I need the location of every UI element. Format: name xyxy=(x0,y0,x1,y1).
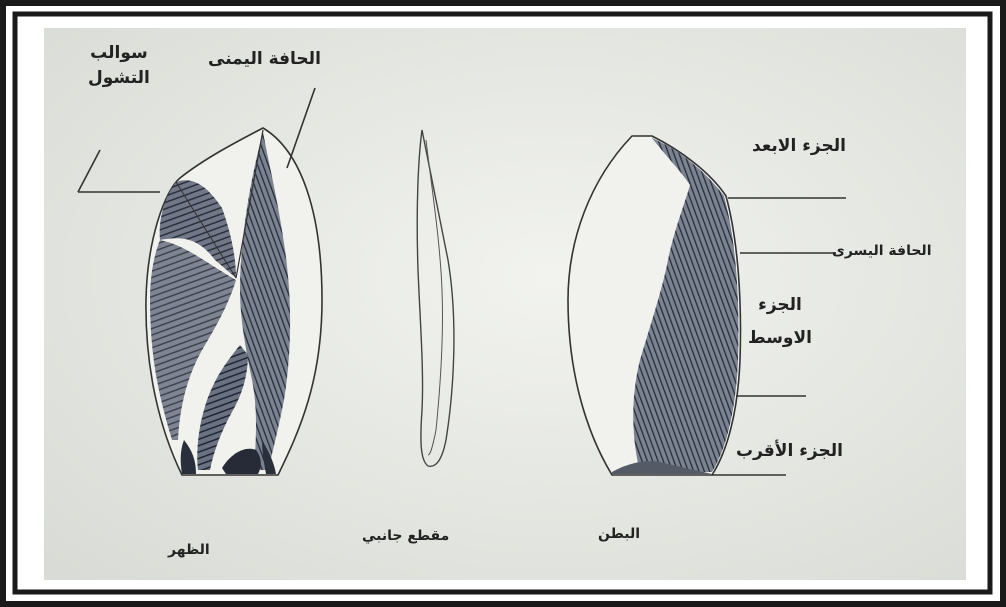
label-distal-part: الجزء الابعد xyxy=(752,137,846,156)
label-dorsal-ridges: سوالب التشول xyxy=(88,44,150,87)
label-side-section: مقطع جانبي xyxy=(362,529,449,544)
label-middle-part-line1: الجزء xyxy=(748,296,812,315)
label-dorsal-ridges-line2: التشول xyxy=(88,69,150,88)
label-proximal-part: الجزء الأقرب xyxy=(736,442,843,461)
label-middle-part-line2: الاوسط xyxy=(748,329,812,348)
label-right-edge: الحافة اليمنى xyxy=(208,50,321,69)
label-ventral-face: البطن xyxy=(598,527,640,542)
label-dorsal-ridges-line1: سوالب xyxy=(88,44,150,63)
label-dorsal-face: الظهر xyxy=(168,543,210,558)
label-left-edge: الحافة اليسرى xyxy=(832,244,932,259)
label-middle-part: الجزء الاوسط xyxy=(748,296,812,347)
